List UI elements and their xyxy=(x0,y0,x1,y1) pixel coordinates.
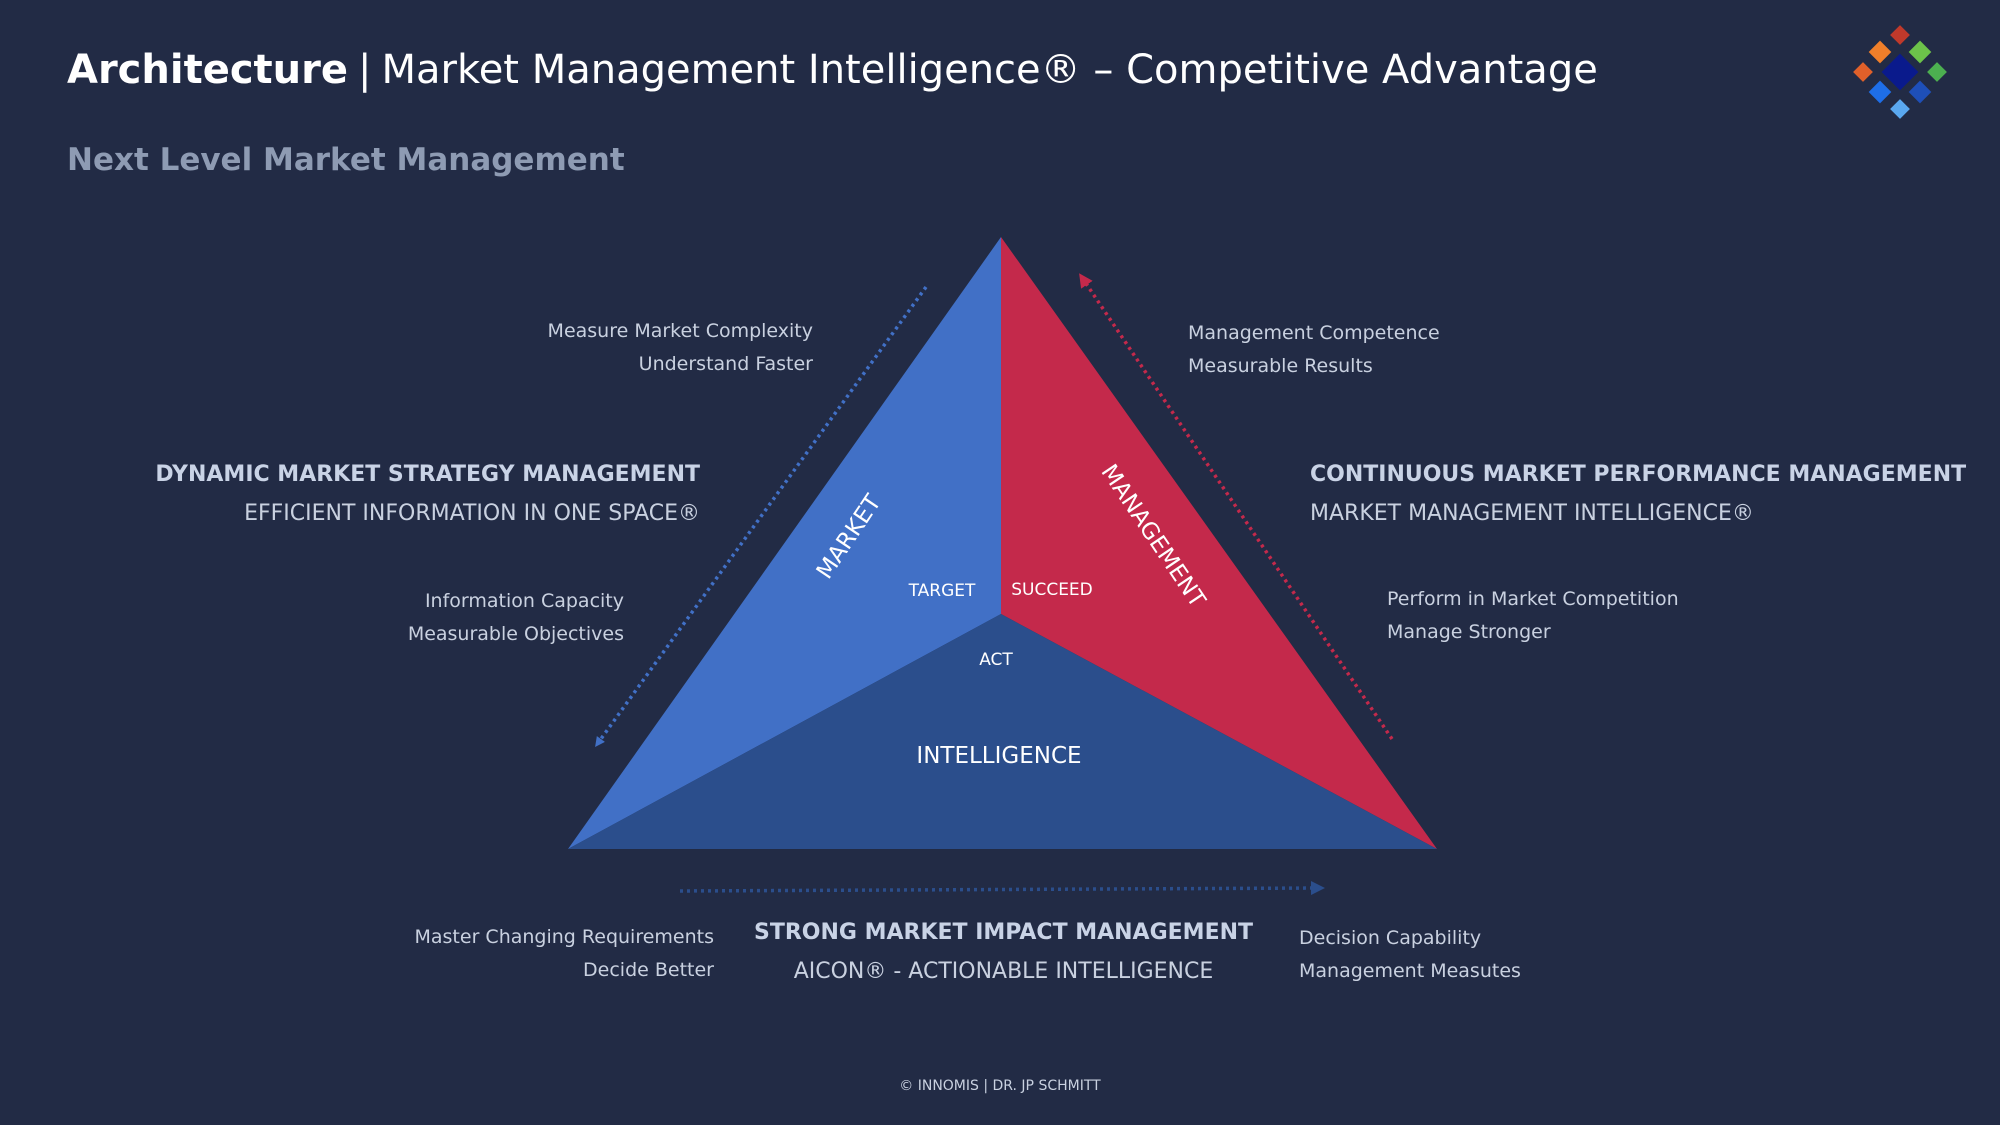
page-subtitle: Next Level Market Management xyxy=(67,142,625,178)
succeed-label: SUCCEED xyxy=(1011,580,1093,600)
right-heading-block: CONTINUOUS MARKET PERFORMANCE MANAGEMENT… xyxy=(1310,460,1966,531)
bottom-right-notes: Decision Capability Management Measutes xyxy=(1299,922,1521,988)
act-label: ACT xyxy=(979,650,1013,670)
left-heading: DYNAMIC MARKET STRATEGY MANAGEMENT xyxy=(155,462,700,487)
left-dotted-arrow xyxy=(595,285,928,748)
title-rest: Market Management Intelligence® – Compet… xyxy=(381,47,1598,93)
logo-top-diamond xyxy=(1890,25,1910,45)
logo-center-diamond xyxy=(1881,53,1919,91)
left-bottom-line2: Measurable Objectives xyxy=(407,623,624,645)
market-segment xyxy=(568,237,1001,849)
right-subheading: MARKET MANAGEMENT INTELLIGENCE® xyxy=(1310,501,1754,526)
bottom-left-notes: Master Changing Requirements Decide Bett… xyxy=(415,921,715,987)
left-bottom-notes: Information Capacity Measurable Objectiv… xyxy=(408,585,624,651)
target-label: TARGET xyxy=(908,581,976,601)
intelligence-label: INTELLIGENCE xyxy=(916,743,1081,769)
left-top-line1: Measure Market Complexity xyxy=(547,320,813,342)
bottom-heading-block: STRONG MARKET IMPACT MANAGEMENT AICON® -… xyxy=(700,918,1307,989)
left-subheading: EFFICIENT INFORMATION IN ONE SPACE® xyxy=(244,501,700,526)
intelligence-segment xyxy=(568,614,1437,849)
right-heading: CONTINUOUS MARKET PERFORMANCE MANAGEMENT xyxy=(1310,462,1967,487)
bottom-dotted-arrow xyxy=(679,881,1325,896)
title-bold: Architecture xyxy=(67,47,348,93)
right-top-notes: Management Competence Measurable Results xyxy=(1188,317,1440,383)
left-heading-block: DYNAMIC MARKET STRATEGY MANAGEMENT EFFIC… xyxy=(155,460,700,531)
logo-left-diamond xyxy=(1853,62,1873,82)
bottom-subheading: AICON® - ACTIONABLE INTELLIGENCE xyxy=(793,959,1214,984)
bottom-left-line2: Decide Better xyxy=(583,959,714,981)
footer-copyright: © INNOMIS | DR. JP SCHMITT xyxy=(899,1078,1101,1094)
right-bottom-notes: Perform in Market Competition Manage Str… xyxy=(1387,583,1679,649)
bottom-heading: STRONG MARKET IMPACT MANAGEMENT xyxy=(753,920,1254,945)
title-separator: | xyxy=(358,47,372,93)
management-segment xyxy=(1001,237,1437,849)
right-bottom-line2: Manage Stronger xyxy=(1387,621,1551,643)
left-top-notes: Measure Market Complexity Understand Fas… xyxy=(548,315,813,381)
right-bottom-line1: Perform in Market Competition xyxy=(1387,588,1679,610)
right-top-line2: Measurable Results xyxy=(1188,355,1373,377)
bottom-right-line2: Management Measutes xyxy=(1299,960,1521,982)
page-title: Architecture|Market Management Intellige… xyxy=(67,42,1598,98)
left-bottom-line1: Information Capacity xyxy=(424,590,624,612)
right-dotted-arrow xyxy=(1079,273,1394,740)
logo-bottom-diamond xyxy=(1890,99,1910,119)
bottom-left-line1: Master Changing Requirements xyxy=(414,926,715,948)
company-logo xyxy=(1853,25,1947,119)
bottom-right-line1: Decision Capability xyxy=(1299,927,1482,949)
logo-right-diamond xyxy=(1927,62,1947,82)
left-top-line2: Understand Faster xyxy=(638,353,813,375)
right-top-line1: Management Competence xyxy=(1188,322,1440,344)
